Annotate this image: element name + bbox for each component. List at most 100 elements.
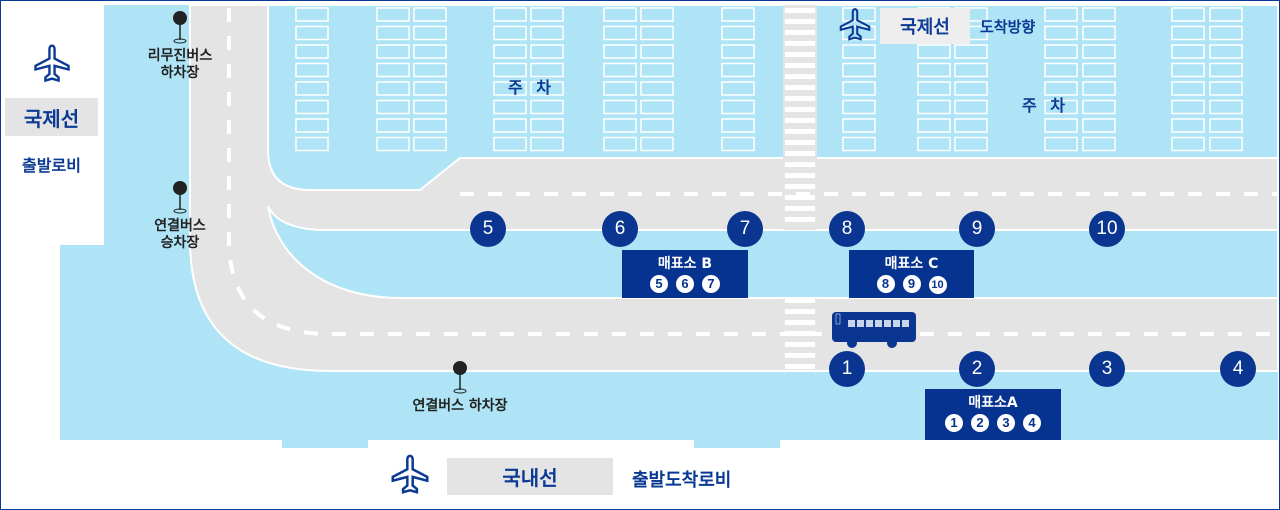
bus-stop-7[interactable]: 7 (727, 211, 763, 247)
parking-slot (295, 99, 329, 115)
crosswalk-stripe (785, 342, 815, 347)
parking-slot (493, 81, 527, 96)
bus-stop-8[interactable]: 8 (829, 211, 865, 247)
parking-slot (603, 118, 637, 133)
parking-slot (721, 81, 755, 96)
ticket-office-title: 매표소 C (884, 256, 939, 272)
parking-slot (493, 118, 527, 133)
bus-stop-4[interactable]: 4 (1220, 351, 1256, 387)
parking-slot (1171, 81, 1205, 96)
parking-slot (1171, 44, 1205, 59)
parking-label-left: 주 차 (508, 78, 556, 97)
water-extension (694, 438, 780, 448)
crosswalk-stripe (785, 206, 815, 211)
parking-slot (640, 44, 674, 59)
parking-slot (603, 99, 637, 115)
parking-slot (917, 62, 951, 78)
international-departure-subtitle: 출발로비 (22, 156, 81, 175)
parking-label-right: 주 차 (1022, 96, 1070, 115)
parking-slot (413, 25, 447, 41)
parking-slot (493, 136, 527, 152)
crosswalk-stripe (785, 30, 815, 35)
bus-stop-1[interactable]: 1 (829, 351, 865, 387)
parking-slot (1209, 62, 1243, 78)
bus-stop-6[interactable]: 6 (602, 211, 638, 247)
stop-badge: 4 (1023, 414, 1041, 432)
crosswalk-stripe (785, 96, 815, 101)
crosswalk-stripe (785, 140, 815, 145)
parking-slot (842, 136, 876, 152)
stop-badge: 3 (997, 414, 1015, 432)
parking-slot (493, 62, 527, 78)
bus-stop-9[interactable]: 9 (959, 211, 995, 247)
parking-slot (721, 99, 755, 115)
crosswalk-stripe (785, 8, 815, 13)
bus-stop-10[interactable]: 10 (1089, 211, 1125, 247)
crosswalk-stripe (785, 184, 815, 189)
parking-slot (376, 99, 410, 115)
parking-slot (1209, 118, 1243, 133)
parking-area (267, 4, 1279, 191)
parking-slot (295, 118, 329, 133)
pin-label-line: 승차장 (160, 235, 200, 251)
parking-slot (295, 25, 329, 41)
parking-slot (493, 44, 527, 59)
parking-slot (1044, 62, 1078, 78)
bus-stop-5[interactable]: 5 (470, 211, 506, 247)
parking-slot (376, 44, 410, 59)
parking-slot (603, 25, 637, 41)
bus-stop-3[interactable]: 3 (1089, 351, 1125, 387)
parking-slot (530, 7, 564, 22)
airplane-icon (34, 44, 70, 83)
parking-slot (640, 81, 674, 96)
parking-slot (530, 44, 564, 59)
stop-badge: 7 (702, 275, 720, 293)
parking-slot (413, 44, 447, 59)
map-pin-icon (173, 181, 187, 214)
parking-slot (295, 136, 329, 152)
parking-slot (603, 81, 637, 96)
parking-slot (640, 99, 674, 115)
parking-slot (603, 136, 637, 152)
parking-slot (603, 62, 637, 78)
ticket-office-title: 매표소 B (657, 256, 713, 272)
airplane-icon (839, 8, 871, 41)
crosswalk-stripe (785, 353, 815, 358)
bus-stop-2[interactable]: 2 (959, 351, 995, 387)
parking-slot (1171, 25, 1205, 41)
parking-slot (954, 44, 988, 59)
parking-slot (917, 81, 951, 96)
parking-slot (721, 136, 755, 152)
stop-badge: 6 (676, 275, 694, 293)
crosswalk (785, 8, 815, 369)
parking-slot (721, 7, 755, 22)
pin-label-shuttle-dropoff: 연결버스 하차장 (412, 398, 508, 414)
parking-slot (1044, 136, 1078, 152)
crosswalk-stripe (785, 162, 815, 167)
domestic-title: 국내선 (447, 458, 613, 495)
domestic-subtitle: 출발도착로비 (632, 470, 732, 491)
parking-slot (1082, 136, 1116, 152)
parking-slot (295, 81, 329, 96)
crosswalk-stripe (785, 151, 815, 156)
crosswalk-stripe (785, 195, 815, 200)
parking-slot (413, 81, 447, 96)
crosswalk-stripe (785, 298, 815, 303)
parking-slot (413, 118, 447, 133)
parking-slot (917, 44, 951, 59)
parking-slot (1171, 118, 1205, 133)
parking-slot (1082, 25, 1116, 41)
parking-slot (640, 136, 674, 152)
airplane-icon (391, 454, 429, 494)
crosswalk-stripe (785, 63, 815, 68)
parking-slot (721, 62, 755, 78)
parking-slot (1082, 118, 1116, 133)
pin-label-line: 연결버스 (154, 218, 206, 234)
parking-slot (1044, 81, 1078, 96)
